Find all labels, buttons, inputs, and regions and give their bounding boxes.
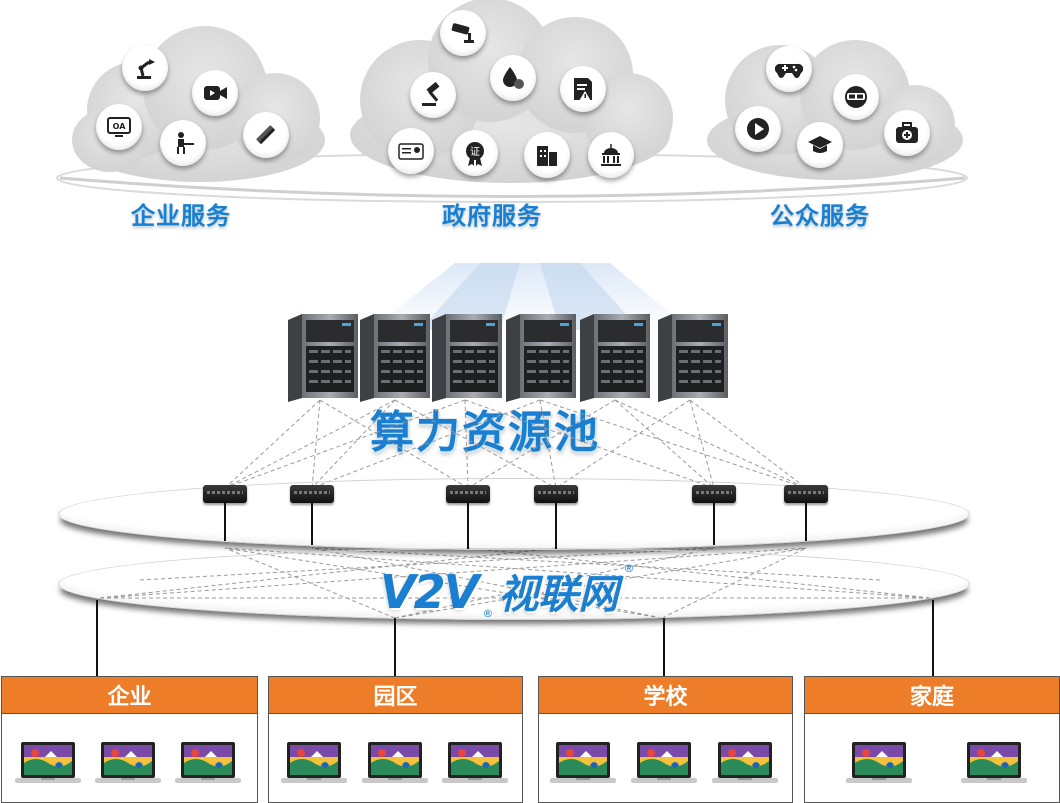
laptop-icon bbox=[846, 741, 912, 787]
network-switch bbox=[534, 485, 578, 503]
id-card-icon bbox=[388, 128, 434, 174]
switch-link bbox=[713, 503, 715, 545]
network-switch bbox=[290, 485, 334, 503]
v2v-brand-cn: 视联网 bbox=[498, 572, 618, 618]
certificate-icon: 证 bbox=[452, 130, 498, 176]
video-camera-icon bbox=[192, 70, 238, 116]
switch-link bbox=[805, 503, 807, 541]
enterprise-service-label: 企业服务 bbox=[131, 196, 231, 231]
worker-desk-icon bbox=[160, 120, 206, 166]
graduation-cap-icon bbox=[797, 122, 843, 168]
laptop-icon bbox=[362, 741, 428, 787]
network-switch bbox=[784, 485, 828, 503]
oa-monitor-icon: OA bbox=[96, 104, 142, 150]
design-tools-icon bbox=[243, 112, 289, 158]
terminal-link-enterprise bbox=[96, 600, 98, 676]
capitol-icon bbox=[588, 132, 634, 178]
laptop-icon bbox=[175, 741, 241, 787]
switch-link bbox=[467, 503, 469, 549]
terminal-link-park bbox=[394, 618, 396, 676]
laptop-icon bbox=[550, 741, 616, 787]
play-button-icon bbox=[735, 106, 781, 152]
terminal-label: 家庭 bbox=[805, 677, 1059, 714]
network-switch bbox=[446, 485, 490, 503]
laptop-icon bbox=[961, 741, 1027, 787]
laptop-icon bbox=[442, 741, 508, 787]
buildings-icon bbox=[524, 132, 570, 178]
laptop-icon bbox=[15, 741, 81, 787]
terminal-label: 园区 bbox=[269, 677, 522, 714]
robot-arm-icon bbox=[122, 45, 168, 91]
terminal-label: 企业 bbox=[2, 677, 257, 714]
v2v-registered-mark: ® bbox=[482, 607, 493, 620]
public-service-label: 公众服务 bbox=[770, 196, 870, 231]
water-drop-icon bbox=[490, 55, 536, 101]
medical-kit-icon bbox=[884, 110, 930, 156]
government-service-label: 政府服务 bbox=[442, 196, 542, 231]
network-switch bbox=[692, 485, 736, 503]
svg-text:证: 证 bbox=[470, 146, 480, 158]
gamepad-icon bbox=[766, 46, 812, 92]
v2v-cn-registered-mark: ® bbox=[624, 562, 635, 575]
v2v-brand-text: V2V bbox=[380, 565, 477, 619]
terminal-label: 学校 bbox=[539, 677, 792, 714]
laptop-icon bbox=[712, 741, 778, 787]
laptop-icon bbox=[95, 741, 161, 787]
svg-text:OA: OA bbox=[113, 122, 127, 131]
terminal-link-school bbox=[663, 618, 665, 676]
terminal-link-home bbox=[932, 600, 934, 676]
laptop-icon bbox=[281, 741, 347, 787]
surveillance-camera-icon bbox=[440, 10, 486, 56]
switch-link bbox=[555, 503, 557, 549]
warning-document-icon bbox=[560, 66, 606, 112]
vr-headset-icon bbox=[833, 74, 879, 120]
network-switch bbox=[203, 485, 247, 503]
upper-network-ring bbox=[58, 478, 970, 550]
v2v-brand-logo: V2V ® 视联网 ® bbox=[380, 562, 635, 620]
laptop-icon bbox=[631, 741, 697, 787]
switch-link bbox=[224, 503, 226, 541]
switch-link bbox=[311, 503, 313, 545]
gavel-icon bbox=[410, 72, 456, 118]
